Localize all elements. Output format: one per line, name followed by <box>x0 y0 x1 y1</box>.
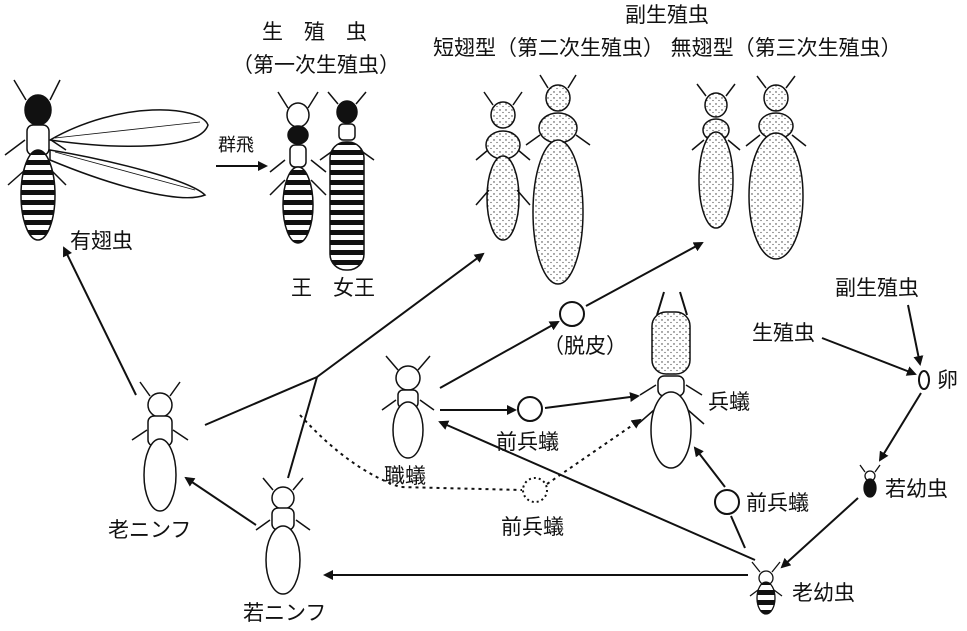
arrow-presoldier3-to-soldier <box>695 448 725 487</box>
label-young-larva: 若幼虫 <box>885 479 948 500</box>
label-old-larva: 老幼虫 <box>792 583 855 604</box>
label-egg: 卵 <box>937 370 958 391</box>
arrow-youngnymph-to-oldnymph <box>186 478 256 525</box>
soldier-insect <box>638 292 704 468</box>
label-swarming: 群飛 <box>218 137 254 155</box>
label-egg-source-reproductive: 生殖虫 <box>752 323 815 344</box>
brachypterous-insect-1 <box>476 92 530 240</box>
presoldier-dashed-circle <box>523 478 547 502</box>
label-molting: （脱皮） <box>543 336 627 357</box>
label-primary-reproductive-sub: （第一次生殖虫） <box>232 55 400 76</box>
label-presoldier-2: 前兵蟻 <box>501 517 564 538</box>
arrow-worker-to-molt <box>440 322 558 388</box>
queen-insect <box>320 92 374 270</box>
presoldier-circle <box>518 397 542 421</box>
arrow-presoldier-to-soldier <box>545 396 638 408</box>
old-larva-insect <box>750 562 782 614</box>
young-larva-insect <box>860 465 880 497</box>
label-young-nymph: 若ニンフ <box>243 603 326 624</box>
arrow-oldlarva-to-presoldier <box>731 516 745 548</box>
king-insect <box>270 92 326 243</box>
label-presoldier-3: 前兵蟻 <box>746 493 809 514</box>
apterous-insect-2 <box>746 76 806 259</box>
line-youngnymph-to-branch <box>288 377 317 478</box>
young-nymph-insect <box>256 478 310 594</box>
label-worker: 職蟻 <box>384 466 426 487</box>
arrow-oldnymph-to-winged <box>64 248 136 395</box>
arrow-molt-to-apterous <box>586 243 702 306</box>
label-supplementary-title: 副生殖虫 <box>625 5 709 26</box>
arrow-egg-to-younglarva <box>880 393 921 460</box>
line-nymph-branch <box>205 377 317 425</box>
worker-insect <box>382 356 434 458</box>
arrow-branch-to-brachypterous <box>317 254 483 377</box>
brachypterous-insect-2 <box>526 75 590 284</box>
label-old-nymph: 老ニンフ <box>108 520 191 541</box>
label-egg-source-supplementary: 副生殖虫 <box>835 278 919 299</box>
label-supplementary-forms: 短翅型（第二次生殖虫） 無翅型（第三次生殖虫） <box>433 38 902 59</box>
label-presoldier-1: 前兵蟻 <box>496 432 559 453</box>
label-winged-adult: 有翅虫 <box>70 231 133 252</box>
arrow-supp-to-egg <box>908 305 920 364</box>
arrow-oldlarva-to-worker <box>440 422 755 560</box>
label-king-queen: 王 女王 <box>291 278 375 299</box>
old-nymph-insect <box>132 382 188 511</box>
arrow-repro-to-egg <box>822 338 915 374</box>
label-soldier: 兵蟻 <box>708 392 750 413</box>
egg-shape <box>919 371 929 389</box>
label-primary-reproductive-title: 生 殖 虫 <box>262 22 367 43</box>
molt-circle <box>560 302 584 326</box>
apterous-insect-1 <box>692 84 740 228</box>
alate-insect <box>5 80 208 240</box>
dotted-pathway <box>300 415 640 490</box>
presoldier-circle-2 <box>715 490 739 514</box>
